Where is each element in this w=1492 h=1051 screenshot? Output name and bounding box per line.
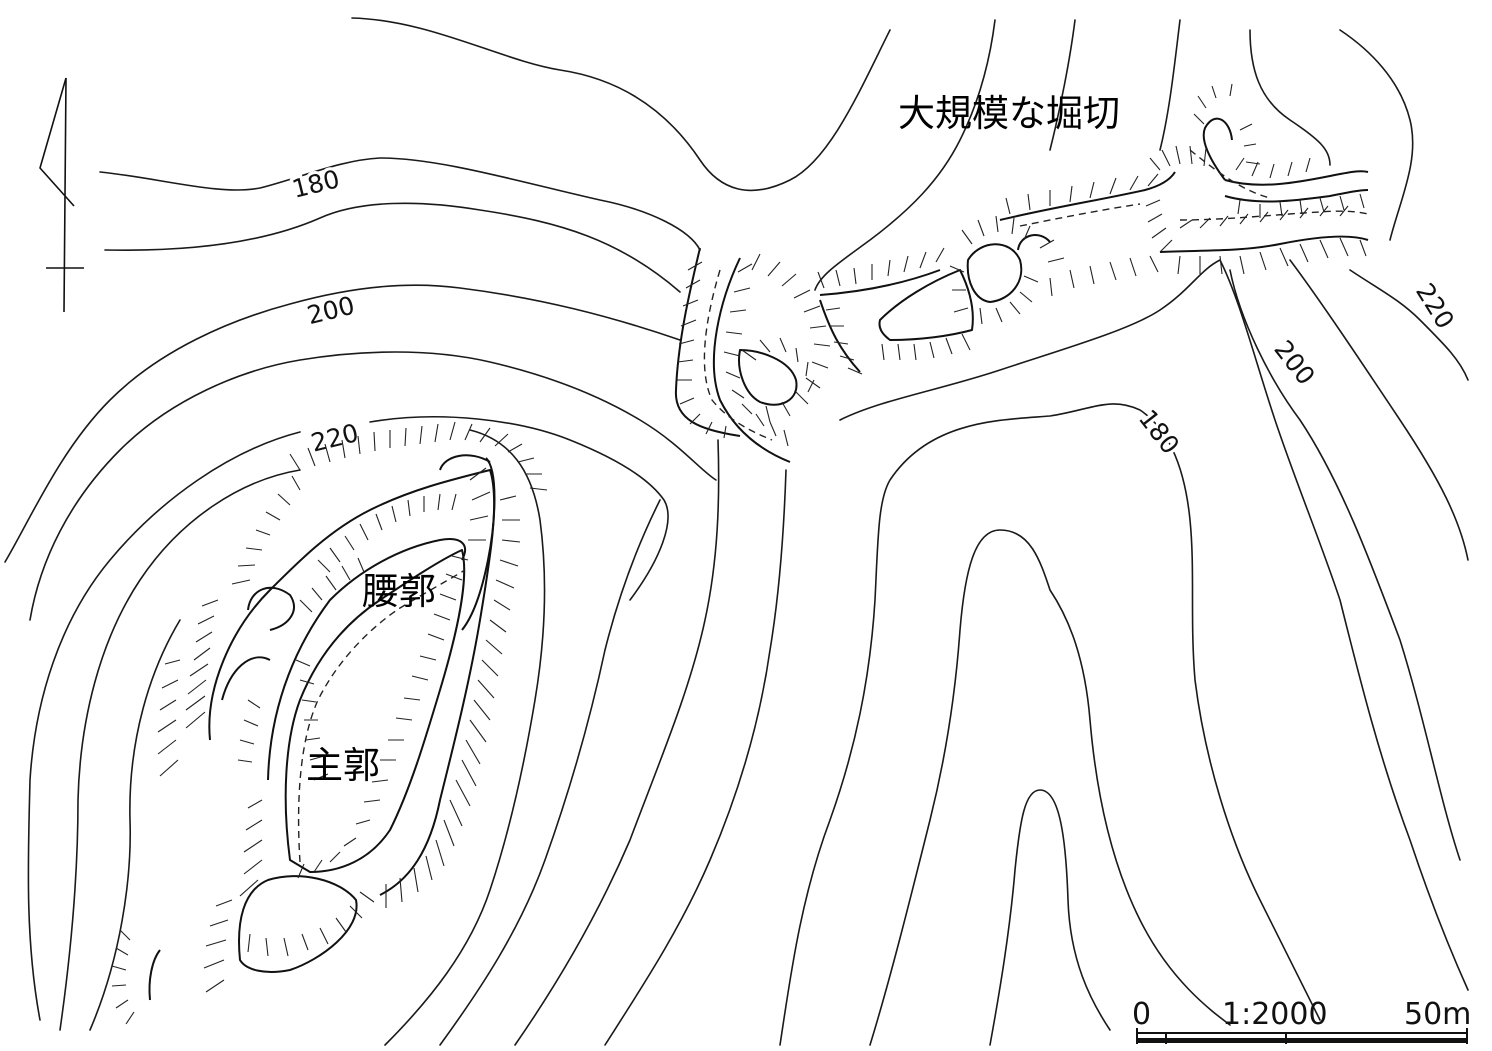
contour-label-220-east: 220 xyxy=(1410,278,1460,334)
contour-label-200-west: 200 xyxy=(304,291,357,331)
contour-line xyxy=(4,284,681,563)
contour-line xyxy=(1339,29,1414,241)
moat-channel-middle-2 xyxy=(1224,189,1369,203)
moat-west-bank-2 xyxy=(712,257,791,463)
contour-line xyxy=(369,416,669,601)
moat-channel-south xyxy=(1159,235,1369,253)
contour-line xyxy=(814,19,996,291)
contour-label-group: 180 200 220 220 200 180 xyxy=(286,161,1463,462)
enclosure-south-nub xyxy=(148,949,161,1001)
moat-ridge-channel xyxy=(819,269,941,296)
contour-line xyxy=(351,17,891,192)
label-koshi-kuruwa: 腰郭 xyxy=(362,570,436,613)
enclosure-north-bump xyxy=(439,454,491,471)
slope-hachures-west xyxy=(111,421,548,1025)
enclosure-upper-terrace xyxy=(267,538,467,781)
moat-inner-dash xyxy=(703,269,773,441)
enclosure-west-bump-2 xyxy=(221,656,271,701)
contour-label-180-east: 180 xyxy=(1133,404,1185,459)
enclosure-lower-shape xyxy=(238,875,358,973)
contour-line xyxy=(1289,259,1469,561)
contour-line xyxy=(27,431,301,1021)
moat-channel-north xyxy=(999,171,1176,221)
contour-line xyxy=(1049,19,1076,151)
scale-bar-fill xyxy=(1137,1038,1467,1042)
contour-line xyxy=(989,789,1111,1046)
contour-label-200-east: 200 xyxy=(1268,335,1320,390)
moat-head-curve xyxy=(1202,117,1233,181)
contour-line xyxy=(1349,269,1469,381)
contour-line xyxy=(384,429,546,1046)
scale-bar-ticks xyxy=(1136,1028,1468,1044)
scale-start-label: 0 xyxy=(1132,997,1151,1032)
moat-round-cell xyxy=(966,243,1023,303)
main-enclosure-outline xyxy=(284,549,466,873)
moat-dash-line xyxy=(1179,210,1369,221)
north-arrow-icon xyxy=(39,77,84,313)
moat-long-cell xyxy=(878,269,974,341)
contour-line xyxy=(779,403,1321,1046)
contour-line xyxy=(1159,19,1181,151)
moat-dash-line-2 xyxy=(1189,149,1271,199)
castle-earthworks-west xyxy=(148,454,496,1001)
contour-line xyxy=(839,259,1469,991)
castle-earthworks-east xyxy=(674,117,1369,463)
scale-ratio-label: 1:2000 xyxy=(1222,997,1328,1032)
slope-hachures-east xyxy=(677,83,1367,447)
moat-dash-line-3 xyxy=(1019,203,1141,227)
contour-line xyxy=(104,202,681,293)
moat-ridge-channel-2 xyxy=(819,299,861,373)
moat-cell-shape xyxy=(738,349,798,406)
contour-line xyxy=(59,469,301,1031)
contour-line xyxy=(29,351,717,621)
enclosure-north-ridge xyxy=(461,457,496,631)
contour-line xyxy=(1249,29,1331,166)
enclosure-outer-dashed xyxy=(297,569,466,863)
contour-line xyxy=(514,439,720,1046)
moat-cell-small xyxy=(1017,234,1051,251)
contour-line xyxy=(89,619,181,1031)
scale-end-label: 50m xyxy=(1404,997,1471,1032)
label-shu-kuruwa: 主郭 xyxy=(306,744,380,787)
contour-line xyxy=(439,499,661,1046)
moat-channel-middle xyxy=(1224,170,1369,186)
contour-label-180-west: 180 xyxy=(289,164,342,204)
contour-label-220-west: 220 xyxy=(308,418,361,458)
scale-bar: 0 1:2000 50m xyxy=(1132,997,1471,1044)
contour-line xyxy=(869,529,1231,1046)
contour-line xyxy=(604,469,787,1046)
contour-line xyxy=(1229,269,1461,861)
moat-west-bank xyxy=(674,247,741,437)
label-large-moat: 大規模な堀切 xyxy=(898,92,1120,135)
enclosure-outer-ring xyxy=(208,469,496,896)
enclosure-west-bump xyxy=(247,586,295,631)
contour-lines xyxy=(4,17,1469,1046)
contour-line xyxy=(99,157,701,251)
